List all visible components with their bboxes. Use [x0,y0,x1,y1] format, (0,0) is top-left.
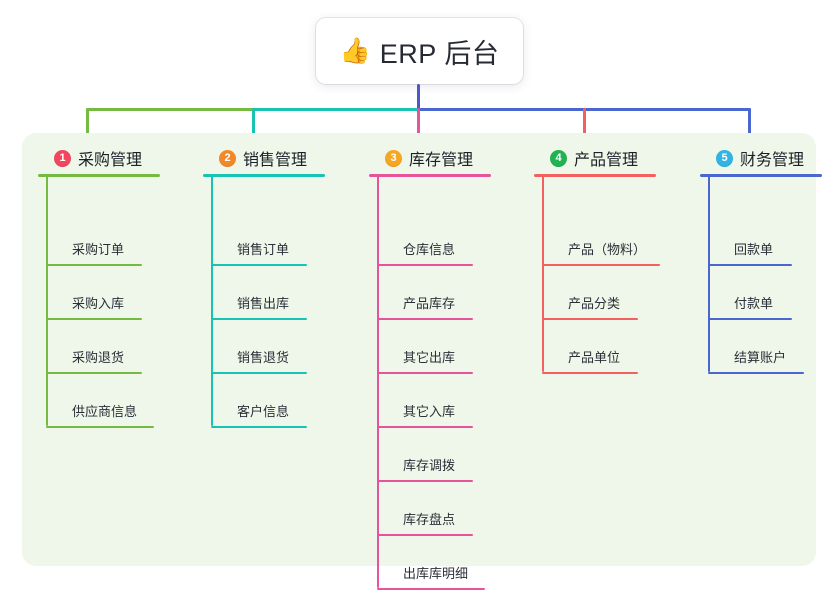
branch-header-purchase[interactable]: 1 采购管理 [38,146,142,170]
branch-number-badge: 4 [550,149,567,167]
branch-item-label: 库存调拨 [403,458,456,473]
branch-item-rule [542,318,638,320]
branch-trunk [377,176,379,588]
branch-finance[interactable]: 5 财务管理回款单付款单结算账户 [700,146,822,374]
branch-inventory[interactable]: 3 库存管理仓库信息产品库存其它出库其它入库库存调拨库存盘点出库库明细 [369,146,491,590]
branch-item-label: 仓库信息 [403,242,456,257]
drop-finance [748,108,751,146]
branch-trunk [542,176,544,372]
root-title: ERP 后台 [379,38,500,69]
branch-item-rule [708,264,792,266]
branch-number-badge: 3 [385,149,402,167]
branch-item-rule [708,372,804,374]
branch-sales[interactable]: 2 销售管理销售订单销售出库销售退货客户信息 [203,146,325,428]
branch-item-label: 销售退货 [237,350,290,365]
branch-item-label: 产品库存 [403,296,456,311]
branch-item-rule [708,318,792,320]
branch-item-rule [211,318,307,320]
thumbs-up-icon: 👍 [339,36,371,65]
branch-item-rule [377,426,473,428]
branch-trunk [708,176,710,372]
branch-item-rule [46,426,154,428]
branch-header-inventory[interactable]: 3 库存管理 [369,146,473,170]
branch-header-rule [369,174,491,177]
root-stem [417,84,420,110]
branch-item-label: 其它出库 [403,350,456,365]
branch-header-sales[interactable]: 2 销售管理 [203,146,307,170]
branch-item-label: 产品单位 [568,350,621,365]
branch-item-rule [46,372,142,374]
branch-item-label: 其它入库 [403,404,456,419]
branch-item-rule [377,534,473,536]
branch-header-product[interactable]: 4 产品管理 [534,146,638,170]
branch-number-badge: 5 [716,149,733,167]
branch-item-rule [542,372,638,374]
branch-item-label: 销售出库 [237,296,290,311]
bar-green-segment [86,108,254,111]
drop-sales [252,108,255,146]
branch-item-rule [377,372,473,374]
branch-item-rule [211,264,307,266]
branch-item-label: 销售订单 [237,242,290,257]
branch-trunk [46,176,48,426]
branch-header-rule [700,174,822,177]
branch-item-rule [377,480,473,482]
branch-item-label: 结算账户 [734,350,787,365]
branch-header-rule [203,174,325,177]
branch-item-rule [46,264,142,266]
bar-teal-segment [252,108,420,111]
branch-header-rule [38,174,160,177]
branch-item-label: 付款单 [734,296,774,311]
branch-item-label: 供应商信息 [72,404,138,419]
branch-item-label: 产品分类 [568,296,621,311]
branch-title: 采购管理 [78,152,143,169]
branch-item-rule [211,372,307,374]
branch-trunk [211,176,213,426]
branch-item-label: 采购入库 [72,296,125,311]
branch-item-label: 出库库明细 [403,566,469,581]
root-node[interactable]: 👍 ERP 后台 [316,18,523,84]
branch-item-rule [377,264,473,266]
branch-item-rule [211,426,307,428]
branch-item-rule [542,264,660,266]
branch-title: 库存管理 [409,152,474,169]
drop-inventory [417,108,420,146]
branch-item-rule [46,318,142,320]
branch-title: 产品管理 [574,152,639,169]
branch-item-label: 库存盘点 [403,512,456,527]
branch-header-rule [534,174,656,177]
branch-item-label: 产品（物料） [568,242,647,257]
branch-title: 销售管理 [243,152,308,169]
branch-purchase[interactable]: 1 采购管理采购订单采购入库采购退货供应商信息 [38,146,160,428]
branch-title: 财务管理 [740,152,805,169]
branch-item-label: 采购退货 [72,350,125,365]
drop-product [583,108,586,146]
branch-item-label: 回款单 [734,242,774,257]
mindmap-panel [22,133,816,566]
branch-product[interactable]: 4 产品管理产品（物料） 产品分类产品单位 [534,146,660,374]
branch-header-finance[interactable]: 5 财务管理 [700,146,804,170]
branch-number-badge: 2 [219,149,236,167]
drop-purchase [86,108,89,146]
branch-item-label: 客户信息 [237,404,290,419]
branch-item-label: 采购订单 [72,242,125,257]
branch-item-rule [377,318,473,320]
branch-number-badge: 1 [54,149,71,167]
